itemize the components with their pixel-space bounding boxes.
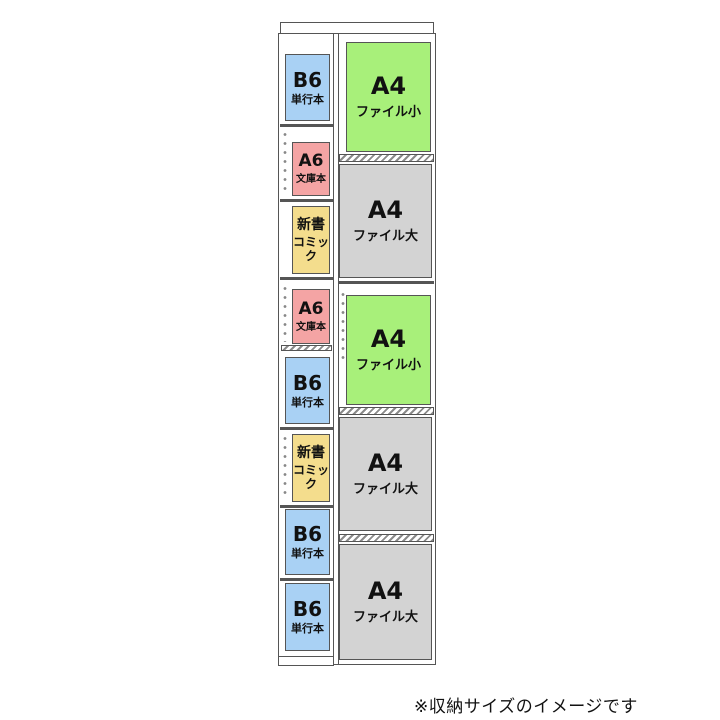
book-shinsho-comic: 新書 コミック xyxy=(292,206,330,274)
book-b6-tankobon: B6 単行本 xyxy=(285,357,330,424)
right-shelf-hatched xyxy=(339,154,434,162)
book-b6-tankobon: B6 単行本 xyxy=(285,583,330,651)
book-kind-label: 単行本 xyxy=(291,92,324,106)
book-kind-label: 単行本 xyxy=(291,395,324,409)
book-size-label: B6 xyxy=(292,370,323,395)
file-a4-large: A4 ファイル大 xyxy=(339,417,432,531)
file-size-label: A4 xyxy=(367,448,404,477)
book-kind-label: コミック xyxy=(293,462,330,491)
right-shelf-hatched xyxy=(339,534,434,542)
book-shinsho-comic: 新書 コミック xyxy=(292,434,330,502)
left-shelf-board xyxy=(280,199,333,202)
book-a6-bunkobon: A6 文庫本 xyxy=(292,142,330,196)
left-shelf-hatched xyxy=(281,345,332,351)
file-kind-label: ファイル小 xyxy=(355,358,421,374)
storage-size-caption: ※収納サイズのイメージです xyxy=(414,697,638,717)
book-size-label: B6 xyxy=(292,522,323,547)
file-a4-large: A4 ファイル大 xyxy=(339,164,432,278)
file-a4-small: A4 ファイル小 xyxy=(346,295,431,405)
file-size-label: A4 xyxy=(370,324,407,353)
book-b6-tankobon: B6 単行本 xyxy=(285,509,330,575)
book-size-label: B6 xyxy=(292,67,323,92)
book-a6-bunkobon: A6 文庫本 xyxy=(292,289,330,344)
shelf-foot-left xyxy=(278,656,334,666)
book-size-label: 新書 xyxy=(297,444,325,461)
file-kind-label: ファイル大 xyxy=(352,610,418,626)
file-kind-label: ファイル大 xyxy=(352,229,418,245)
file-a4-small: A4 ファイル小 xyxy=(346,42,431,152)
file-kind-label: ファイル小 xyxy=(355,105,421,121)
shelf-pin-holes xyxy=(283,434,287,500)
file-size-label: A4 xyxy=(367,195,404,224)
book-kind-label: 単行本 xyxy=(291,622,324,636)
book-size-label: 新書 xyxy=(297,216,325,233)
book-kind-label: 単行本 xyxy=(291,547,324,561)
left-shelf-board xyxy=(280,427,333,430)
shelf-center-divider xyxy=(333,33,339,665)
left-shelf-board xyxy=(280,505,333,508)
book-b6-tankobon: B6 単行本 xyxy=(285,54,330,121)
left-shelf-board xyxy=(280,124,333,127)
book-kind-label: コミック xyxy=(293,234,330,263)
book-kind-label: 文庫本 xyxy=(296,174,326,186)
file-kind-label: ファイル大 xyxy=(352,482,418,498)
book-size-label: A6 xyxy=(298,151,324,172)
file-size-label: A4 xyxy=(370,71,407,100)
left-shelf-board xyxy=(280,578,333,581)
shelf-pin-holes xyxy=(341,290,345,360)
right-shelf-board xyxy=(339,281,434,284)
file-size-label: A4 xyxy=(367,576,404,605)
shelf-pin-holes xyxy=(283,130,287,196)
left-shelf-board xyxy=(280,277,333,280)
book-size-label: A6 xyxy=(298,298,324,319)
book-size-label: B6 xyxy=(292,597,323,622)
file-a4-large: A4 ファイル大 xyxy=(339,544,432,660)
shelf-pin-holes xyxy=(283,284,287,342)
right-shelf-hatched xyxy=(339,407,434,415)
book-kind-label: 文庫本 xyxy=(296,321,326,333)
